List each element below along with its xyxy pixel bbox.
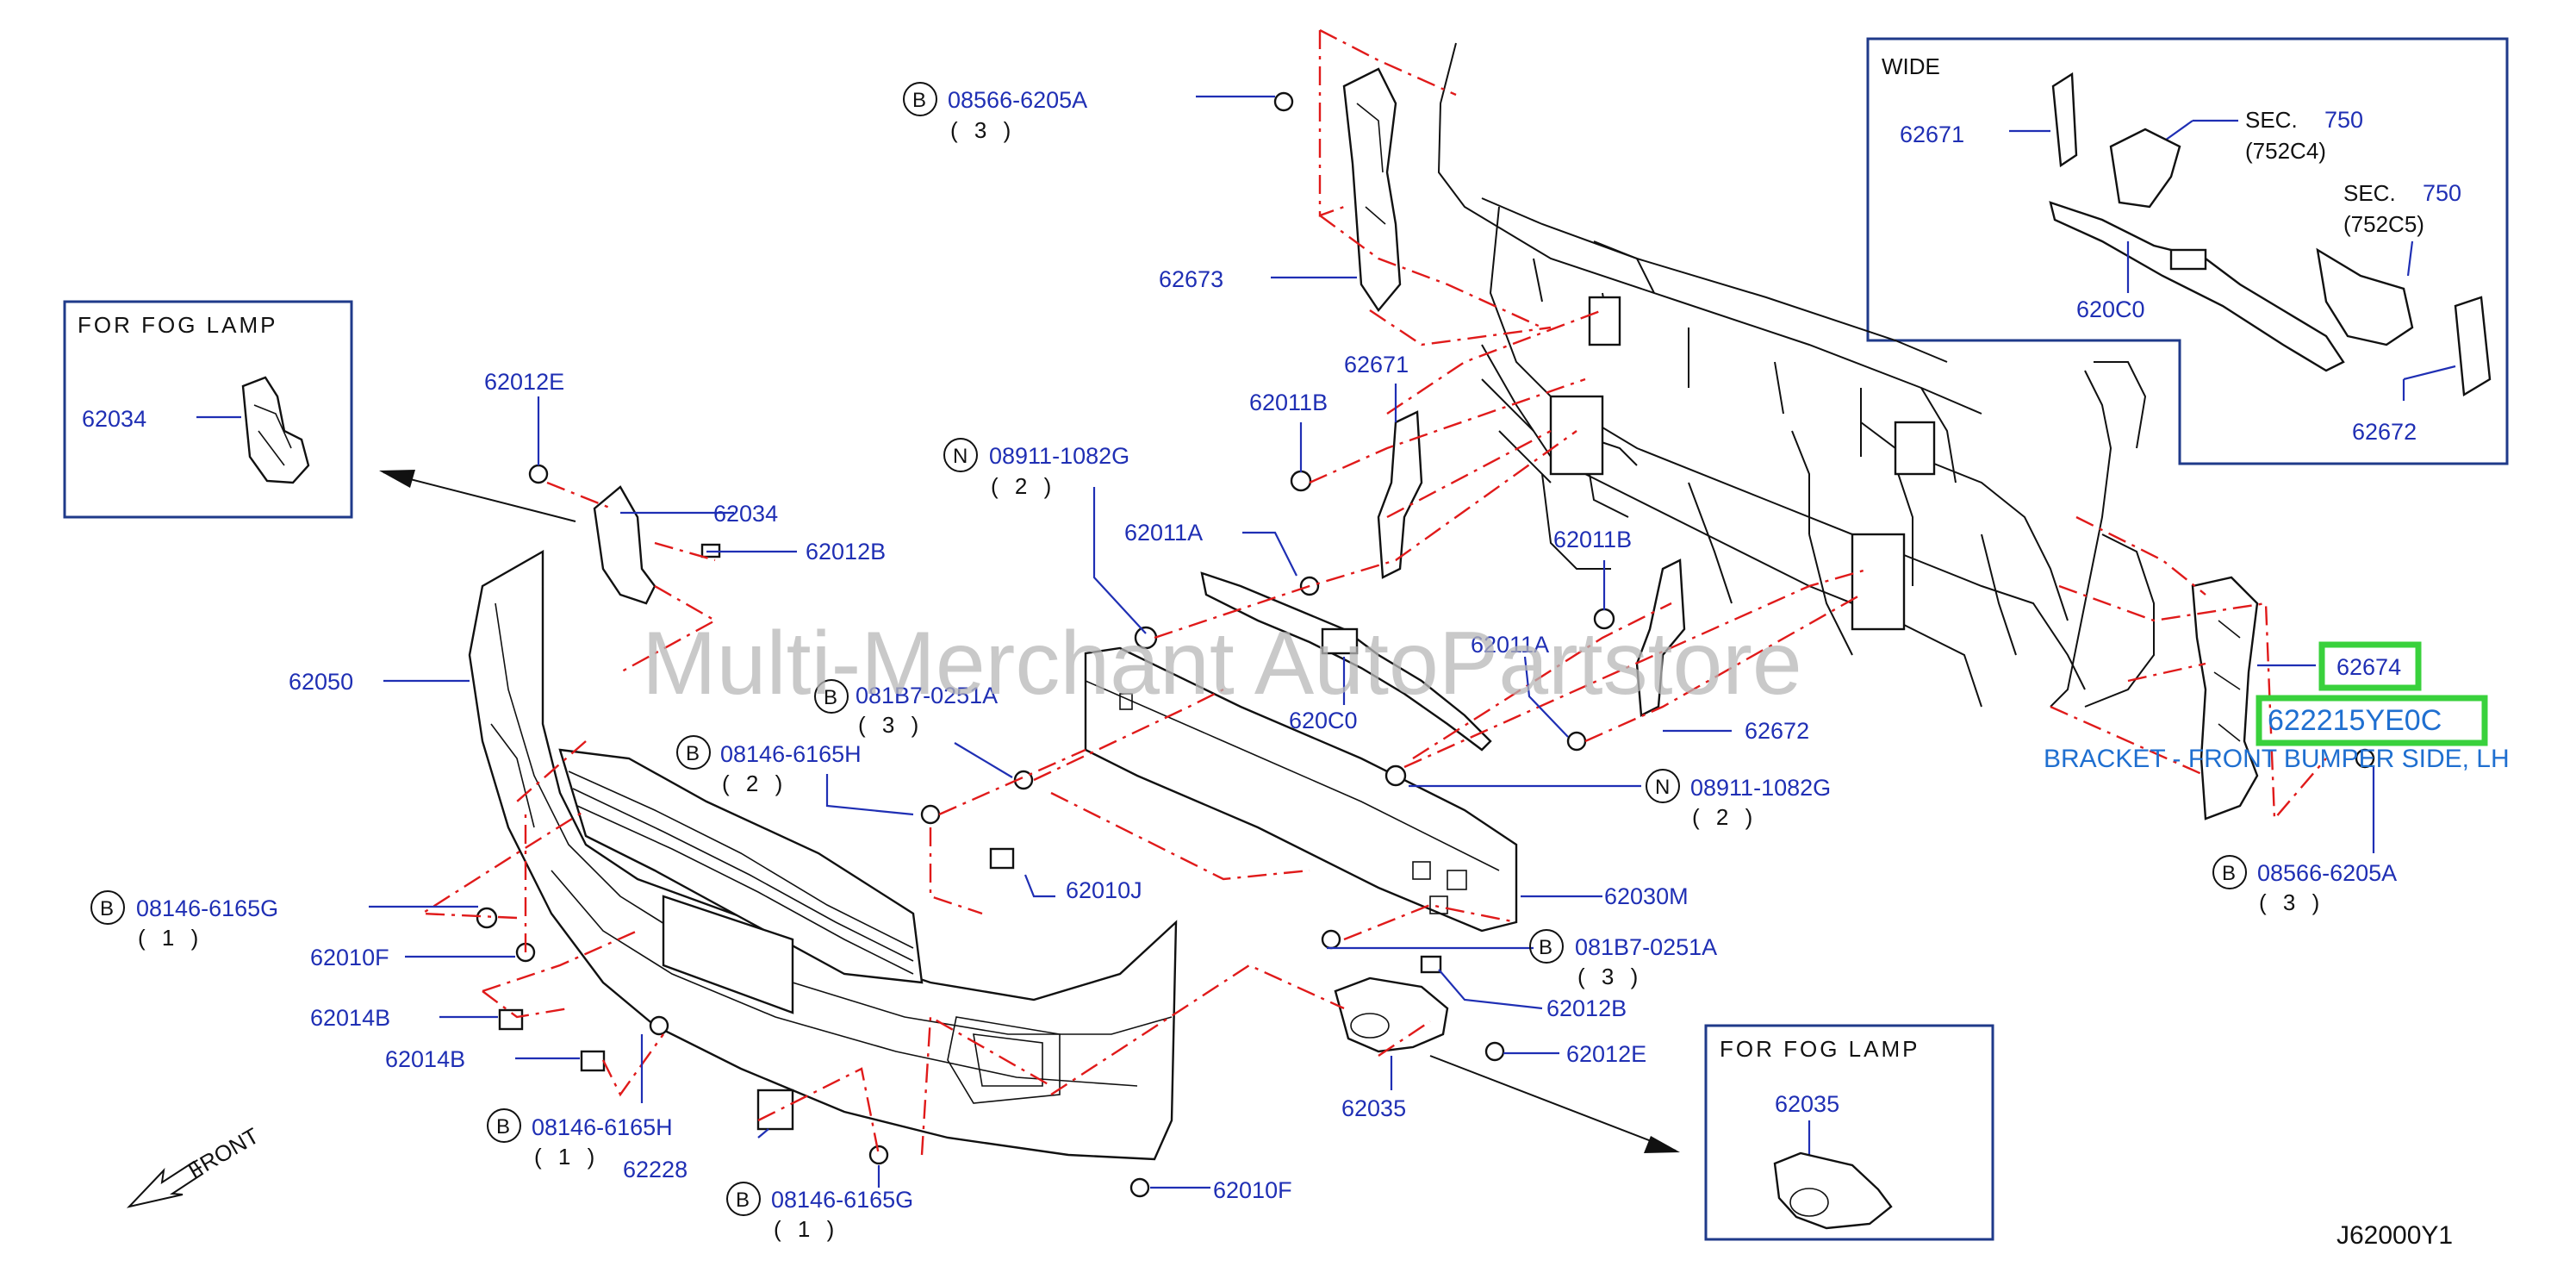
circle-b: B xyxy=(736,1189,750,1212)
part-label: 62011A xyxy=(1471,632,1549,658)
qty-label: ( 3 ) xyxy=(950,117,1016,143)
front-bumper xyxy=(468,549,1178,1161)
part-label: 08911-1082G xyxy=(989,443,1129,469)
circle-b: B xyxy=(912,89,926,112)
part-label: 081B7-0251A xyxy=(1575,934,1717,960)
part-label: 62034 xyxy=(82,406,146,432)
section-number: 750 xyxy=(2324,107,2363,133)
part-label: 62671 xyxy=(1900,122,1964,147)
part-label: 62030M xyxy=(1604,883,1689,909)
part-label: 62035 xyxy=(1775,1091,1839,1117)
inset-title: FOR FOG LAMP xyxy=(78,312,277,338)
circle-b: B xyxy=(496,1115,510,1139)
part-label: 62671 xyxy=(1344,352,1409,377)
part-label: 081B7-0251A xyxy=(856,683,998,708)
fog-lamp-inset-left: FOR FOG LAMP 62034 xyxy=(63,300,353,519)
qty-label: ( 1 ) xyxy=(534,1144,600,1170)
bracket-62672 xyxy=(1635,558,1686,717)
harness-620C0 xyxy=(1200,571,1492,752)
qty-label: ( 2 ) xyxy=(1692,804,1758,830)
circle-n: N xyxy=(1655,776,1670,799)
part-label: 62012E xyxy=(1566,1041,1646,1067)
section-label: SEC. xyxy=(2245,107,2298,133)
part-label: 620C0 xyxy=(2076,296,2145,322)
bracket-62674 xyxy=(2191,576,2259,820)
leader-lines xyxy=(369,95,2375,1189)
part-label: 62010F xyxy=(1213,1177,1292,1203)
section-number: 750 xyxy=(2423,180,2461,206)
front-indicator: FRONT xyxy=(126,1122,264,1208)
bracket-62673 xyxy=(1342,67,1402,313)
front-label: FRONT xyxy=(184,1122,264,1183)
part-label: 62228 xyxy=(623,1157,688,1182)
part-label: 62011B xyxy=(1249,390,1328,415)
circle-b: B xyxy=(2222,862,2236,885)
circle-b: B xyxy=(100,897,114,920)
highlight-box-part-number[interactable] xyxy=(2256,695,2488,746)
highlight-box-callout[interactable] xyxy=(2318,641,2422,691)
qty-label: ( 2 ) xyxy=(722,771,787,796)
part-label: 62011B xyxy=(1553,527,1632,552)
part-label: 62034 xyxy=(713,501,778,527)
part-label: 62010F xyxy=(310,945,389,970)
highlight-description: BRACKET - FRONT BUMPER SIDE, LH xyxy=(2044,745,2510,773)
assembly-lines xyxy=(419,28,2327,1156)
section-sub: (752C5) xyxy=(2343,211,2424,237)
part-label: 62672 xyxy=(2352,419,2417,445)
part-label: 08566-6205A xyxy=(948,87,1087,113)
part-label: 620C0 xyxy=(1289,708,1358,733)
part-label: 08146-6165G xyxy=(771,1187,913,1213)
part-label: 62012B xyxy=(1546,995,1627,1021)
watermark: Multi-Merchant AutoPartstore xyxy=(642,614,1802,714)
part-label: 62012B xyxy=(806,539,886,565)
diagram-code: J62000Y1 xyxy=(2336,1221,2453,1250)
wide-inset: WIDE 62671 SEC. 750 (752C4) SEC. 750 (75… xyxy=(1866,37,2509,465)
part-label: 62011A xyxy=(1124,520,1203,546)
part-label: 62012E xyxy=(484,369,564,395)
part-label: 08566-6205A xyxy=(2257,860,2397,886)
circle-b: B xyxy=(824,686,837,709)
qty-label: ( 3 ) xyxy=(858,712,924,738)
circle-n: N xyxy=(953,445,968,468)
highlighted-part[interactable]: 62674 622215YE0C BRACKET - FRONT BUMPER … xyxy=(2044,641,2510,773)
section-sub: (752C4) xyxy=(2245,138,2326,164)
part-label: 08911-1082G xyxy=(1690,775,1831,801)
highlight-callout[interactable]: 62674 xyxy=(2336,654,2401,680)
direction-arrows xyxy=(379,470,1680,1153)
fog-lamp-inset-right: FOR FOG LAMP 62035 xyxy=(1704,1024,1994,1241)
part-label: 62050 xyxy=(289,669,353,695)
circled-markers: B N B B N B B B B B xyxy=(90,82,2247,1216)
highlight-part-number[interactable]: 622215YE0C xyxy=(2268,704,2442,737)
part-label: 62035 xyxy=(1341,1095,1406,1121)
circle-b: B xyxy=(686,742,700,765)
part-label: 62672 xyxy=(1745,718,1809,744)
circle-b: B xyxy=(1539,936,1552,959)
bumper-reinforcement xyxy=(1084,646,1518,933)
qty-label: ( 1 ) xyxy=(138,925,203,951)
part-labels: 08566-6205A ( 3 ) 62673 62012E 62034 620… xyxy=(136,87,2397,1242)
part-label: 62673 xyxy=(1159,266,1223,292)
inset-title: WIDE xyxy=(1882,53,1940,79)
fasteners xyxy=(476,91,2375,1198)
part-label: 08146-6165H xyxy=(532,1114,673,1140)
inset-title: FOR FOG LAMP xyxy=(1720,1036,1920,1062)
part-label: 08146-6165G xyxy=(136,895,278,921)
section-label: SEC. xyxy=(2343,180,2396,206)
qty-label: ( 3 ) xyxy=(1577,964,1643,989)
bracket-62671 xyxy=(1377,410,1423,579)
part-label: 08146-6165H xyxy=(720,741,862,767)
fog-bracket-62035 xyxy=(1334,976,1449,1053)
part-label: 62010J xyxy=(1066,877,1142,903)
qty-label: ( 1 ) xyxy=(774,1216,839,1242)
vehicle-body xyxy=(1437,42,2155,708)
part-label: 62014B xyxy=(385,1046,465,1072)
qty-label: ( 2 ) xyxy=(991,473,1056,499)
fog-bracket-62034 xyxy=(593,485,656,605)
qty-label: ( 3 ) xyxy=(2259,889,2324,915)
part-label: 62014B xyxy=(310,1005,390,1031)
